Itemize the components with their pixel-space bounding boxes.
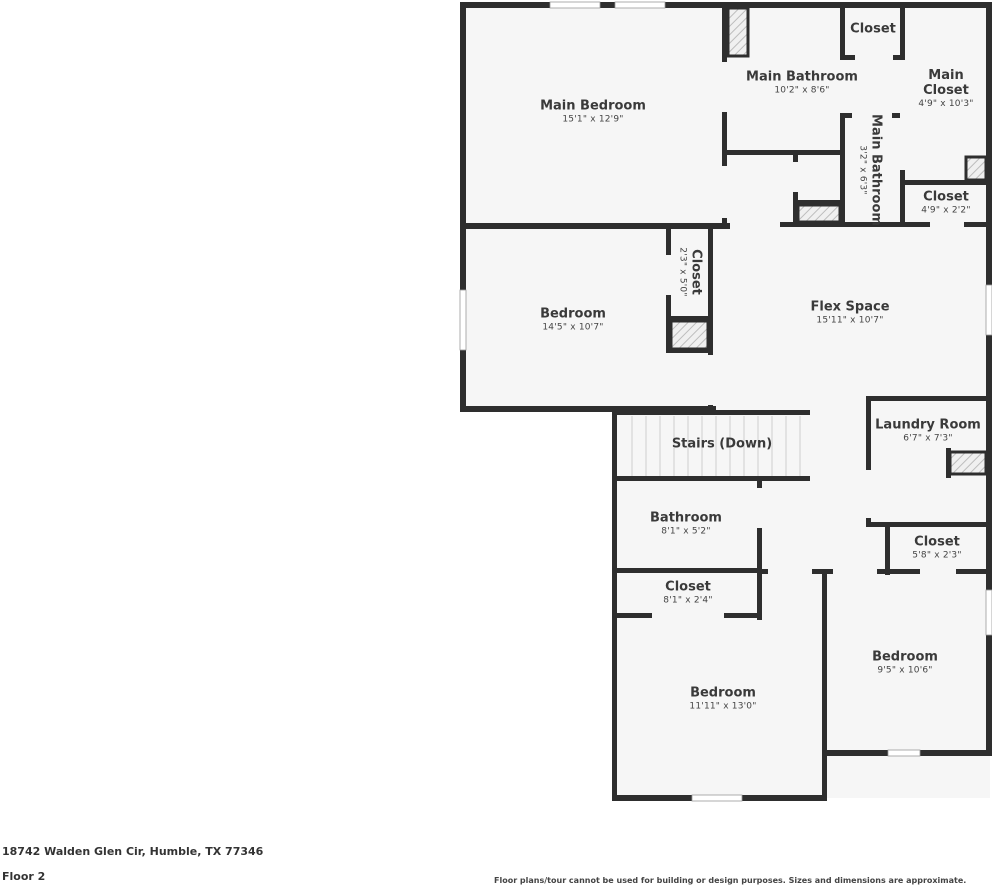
room-name: Main Bedroom xyxy=(540,98,646,114)
room-name: Main Bathroom xyxy=(868,114,884,226)
room-dims: 9'5" x 10'6" xyxy=(877,665,933,676)
room-dims: 2'3" x 5'0" xyxy=(677,247,688,297)
room-name: Bedroom xyxy=(872,649,938,665)
room-closet-bedroom: Closet 2'3" x 5'0" xyxy=(677,247,704,297)
room-name: Closet xyxy=(914,534,960,550)
room-closet-hall: Closet 8'1" x 2'4" xyxy=(663,579,713,606)
room-stairs: Stairs (Down) xyxy=(671,436,773,453)
room-bathroom: Bathroom 8'1" x 5'2" xyxy=(650,510,722,537)
room-dims: 15'11" x 10'7" xyxy=(816,315,884,326)
floor-label: Floor 2 xyxy=(2,870,46,883)
room-dims: 10'2" x 8'6" xyxy=(774,85,830,96)
room-name: Bedroom xyxy=(540,306,606,322)
room-dims: 15'1" x 12'9" xyxy=(562,114,624,125)
room-dims: 4'9" x 10'3" xyxy=(918,98,974,109)
room-name: Closet xyxy=(665,579,711,595)
room-main-bedroom: Main Bedroom 15'1" x 12'9" xyxy=(540,98,646,125)
room-dims: 4'9" x 2'2" xyxy=(921,205,971,216)
windows xyxy=(459,1,992,802)
room-dims: 5'8" x 2'3" xyxy=(912,550,962,561)
room-closet-small: Closet 4'9" x 2'2" xyxy=(921,189,971,216)
room-name: Flex Space xyxy=(810,299,890,315)
room-bedroom-left: Bedroom 14'5" x 10'7" xyxy=(540,306,606,333)
room-name: Closet xyxy=(850,21,896,37)
room-main-bathroom-small: Main Bathroom 3'2" x 6'3" xyxy=(857,114,884,226)
room-laundry: Laundry Room 6'7" x 7'3" xyxy=(875,417,981,444)
room-main-bathroom: Main Bathroom 10'2" x 8'6" xyxy=(746,69,858,96)
room-name: Bedroom xyxy=(690,685,756,701)
room-bedroom-bottom-right: Bedroom 9'5" x 10'6" xyxy=(872,649,938,676)
room-name: Main Closet xyxy=(923,67,969,98)
walls xyxy=(460,2,992,801)
room-name: Stairs (Down) xyxy=(671,436,773,452)
room-closet-top: Closet xyxy=(850,21,896,38)
room-name: Main Bathroom xyxy=(746,69,858,85)
room-dims: 8'1" x 2'4" xyxy=(663,595,713,606)
disclaimer: Floor plans/tour cannot be used for buil… xyxy=(494,876,967,885)
stair-treads xyxy=(631,416,801,476)
room-flex-space: Flex Space 15'11" x 10'7" xyxy=(810,299,890,326)
room-name: Bathroom xyxy=(650,510,722,526)
room-name: Laundry Room xyxy=(875,417,981,433)
room-name: Closet xyxy=(688,249,704,295)
room-dims: 14'5" x 10'7" xyxy=(542,322,604,333)
room-dims: 6'7" x 7'3" xyxy=(903,433,953,444)
property-address: 18742 Walden Glen Cir, Humble, TX 77346 xyxy=(2,845,264,858)
room-dims: 3'2" x 6'3" xyxy=(857,145,868,195)
room-main-closet: Main Closet 4'9" x 10'3" xyxy=(916,67,976,109)
room-bedroom-bottom-left: Bedroom 11'11" x 13'0" xyxy=(689,685,757,712)
room-dims: 8'1" x 5'2" xyxy=(661,526,711,537)
door-openings xyxy=(652,55,964,618)
room-name: Closet xyxy=(923,189,969,205)
room-closet-laundry: Closet 5'8" x 2'3" xyxy=(912,534,962,561)
room-dims: 11'11" x 13'0" xyxy=(689,701,757,712)
